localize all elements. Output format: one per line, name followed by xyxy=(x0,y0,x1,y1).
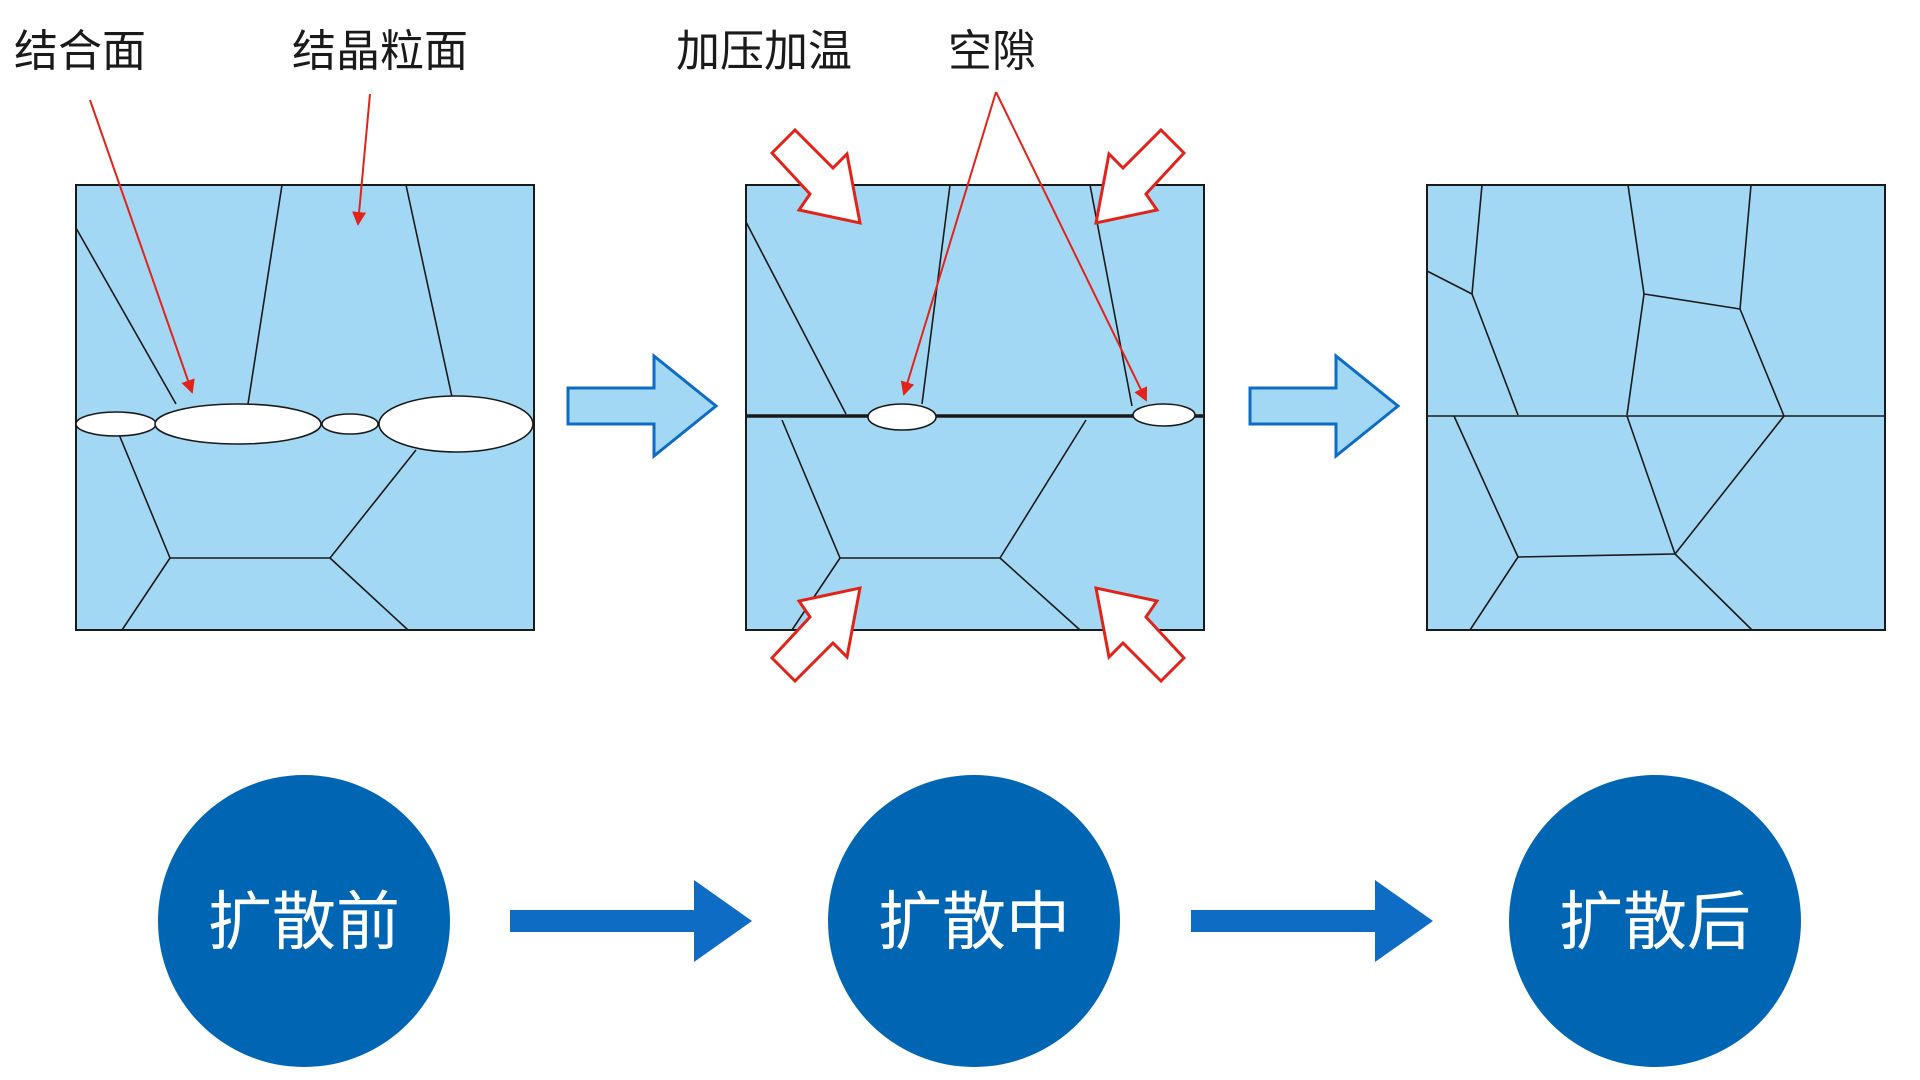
process-arrow-1 xyxy=(566,352,719,460)
stage-circle xyxy=(158,775,450,1067)
void-pointer-right xyxy=(995,91,1148,402)
grain-boundaries xyxy=(1426,184,1885,631)
stage-before: 扩散前 xyxy=(158,775,450,1067)
void-ellipse xyxy=(1132,403,1196,427)
void-pointer-left xyxy=(900,91,997,396)
panel-during xyxy=(745,91,1205,684)
stage-during-label: 扩散中 xyxy=(878,886,1070,960)
grain-boundary-label: 结晶粒面 xyxy=(292,26,468,77)
pressure-arrow xyxy=(1094,586,1187,684)
pressure-arrow xyxy=(1094,127,1187,225)
stage-circle xyxy=(1509,775,1801,1067)
stage-after: 扩散后 xyxy=(1509,775,1801,1067)
void-ellipse xyxy=(154,403,322,445)
stage-circle xyxy=(828,775,1120,1067)
grain-boundaries xyxy=(745,184,1133,631)
void-ellipse xyxy=(867,403,937,431)
void-ellipse xyxy=(378,395,534,453)
stage-after-label: 扩散后 xyxy=(1559,886,1751,960)
void-ellipse xyxy=(75,411,157,437)
bonding-surface-label: 结合面 xyxy=(14,26,146,77)
voids xyxy=(867,403,1196,431)
stage-during: 扩散中 xyxy=(828,775,1120,1067)
stage-arrow-2 xyxy=(1191,880,1433,962)
pressure-arrow xyxy=(769,127,862,225)
bonding-surface-pointer xyxy=(89,99,195,394)
grain-block xyxy=(745,184,1205,631)
grain-boundaries xyxy=(75,184,453,631)
panel-before xyxy=(75,93,535,631)
void-ellipse xyxy=(321,413,379,435)
pressure-arrow xyxy=(769,586,862,684)
pressure-arrows xyxy=(769,127,1187,684)
pressure-heat-label: 加压加温 xyxy=(676,26,852,77)
stage-arrow-1 xyxy=(510,880,752,962)
panel-after xyxy=(1426,184,1886,631)
process-arrow-2 xyxy=(1248,352,1401,460)
grain-boundary-pointer xyxy=(352,93,371,226)
stage-before-label: 扩散前 xyxy=(208,886,400,960)
voids xyxy=(75,395,534,453)
void-label: 空隙 xyxy=(948,26,1036,77)
grain-block xyxy=(1426,184,1886,631)
